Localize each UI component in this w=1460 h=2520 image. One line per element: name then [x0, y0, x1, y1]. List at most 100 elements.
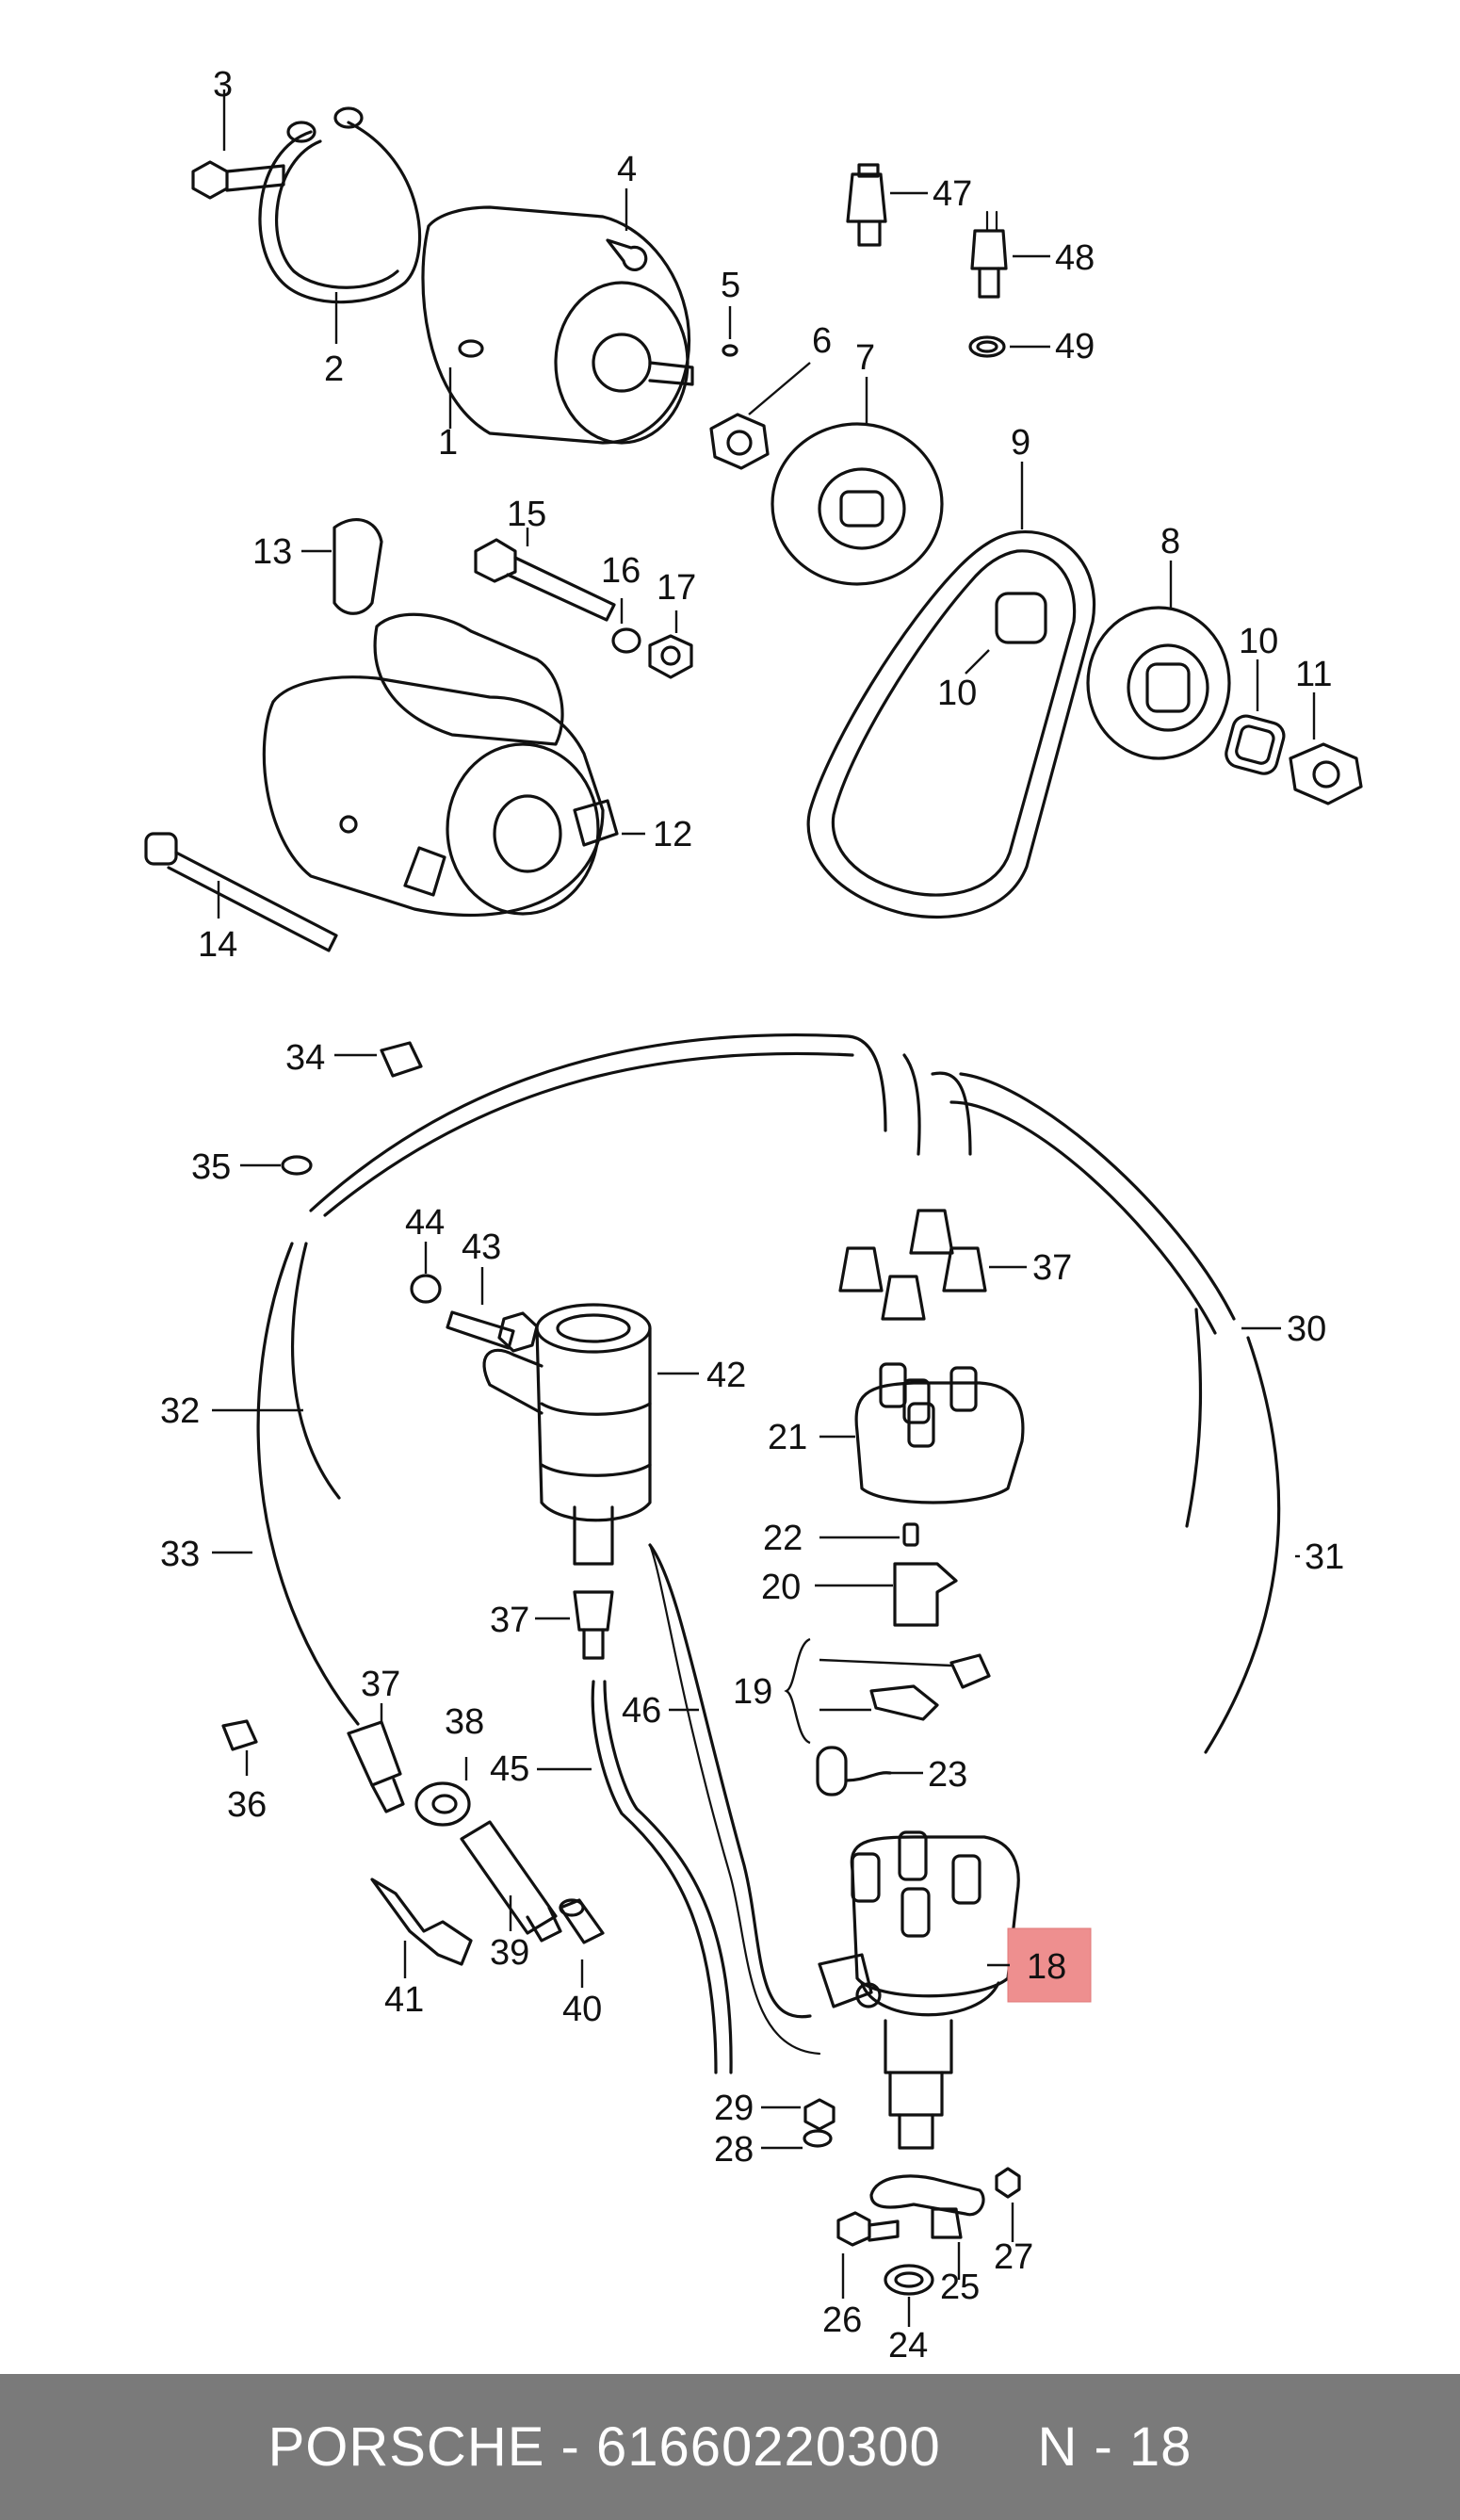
nut-11	[1289, 692, 1363, 805]
pulley-7	[771, 377, 944, 586]
callout-42: 42	[706, 1356, 746, 1395]
callout-37-plug: 37	[361, 1665, 400, 1704]
ignition-lead-30	[309, 1033, 1281, 1528]
callout-1: 1	[438, 423, 458, 463]
highlight-box-18	[1007, 1927, 1092, 2003]
callout-21: 21	[768, 1418, 807, 1457]
callout-26: 26	[822, 2301, 862, 2340]
callout-11: 11	[1295, 655, 1332, 694]
callout-38: 38	[445, 1702, 484, 1742]
callout-44: 44	[405, 1203, 445, 1243]
grommet-34	[334, 1041, 423, 1078]
long-bolt-15	[474, 528, 616, 622]
pulley-half-8	[1086, 561, 1231, 760]
part-number: 61660220300	[595, 2416, 941, 2478]
connector-37-plug	[347, 1703, 405, 1813]
plug-connectors-37	[838, 1209, 1027, 1321]
callout-27: 27	[994, 2237, 1033, 2277]
callout-22: 22	[763, 1519, 803, 1558]
distributor-cap-21	[819, 1362, 1025, 1504]
washer-44	[410, 1242, 442, 1304]
part-number-footer: PORSCHE - 61660220300 N - 18	[0, 2374, 1460, 2520]
callout-47: 47	[933, 174, 972, 214]
washer-16	[611, 598, 641, 654]
callout-43: 43	[462, 1227, 501, 1267]
callout-20: 20	[761, 1568, 801, 1607]
callout-35: 35	[191, 1147, 231, 1187]
lead-46	[648, 1543, 821, 2056]
ignition-lead-33	[212, 1242, 360, 1726]
nut-6	[709, 362, 811, 470]
callout-33: 33	[160, 1535, 200, 1574]
nut-29	[761, 2098, 835, 2131]
callout-13: 13	[252, 532, 292, 572]
callout-5: 5	[721, 266, 740, 305]
callout-10-spacer: 10	[1239, 622, 1278, 661]
connector-39	[460, 1820, 562, 1943]
starter-motor-12	[262, 612, 645, 918]
rotor-20	[815, 1562, 958, 1627]
bolt-3	[191, 89, 285, 200]
callout-36: 36	[227, 1785, 267, 1825]
callout-39: 39	[490, 1933, 529, 1973]
clip-36	[221, 1719, 258, 1776]
callout-34: 34	[285, 1038, 325, 1078]
callout-2: 2	[324, 350, 344, 389]
ring-35	[240, 1155, 313, 1176]
clamp-plate-25	[869, 2174, 985, 2280]
bolt-43	[446, 1267, 539, 1353]
pressure-switch-47	[846, 163, 928, 247]
seal-38	[414, 1757, 471, 1827]
callout-41: 41	[384, 1980, 424, 2020]
callout-32: 32	[160, 1391, 200, 1431]
callout-48: 48	[1055, 238, 1095, 278]
callout-28: 28	[714, 2130, 754, 2170]
callout-9: 9	[1011, 423, 1030, 463]
callout-24: 24	[888, 2326, 928, 2366]
sleeve-40	[559, 1898, 605, 1988]
callout-30: 30	[1287, 1309, 1326, 1349]
callout-49: 49	[1055, 327, 1095, 366]
callout-10-belt: 10	[937, 674, 977, 713]
carbon-brush-22	[819, 1522, 919, 1547]
connector-37-coil	[535, 1590, 614, 1660]
callout-37-top: 37	[1032, 1248, 1072, 1288]
screw-4	[606, 188, 648, 271]
footer-separator: -	[560, 2416, 580, 2478]
callout-4: 4	[617, 150, 637, 189]
callout-15: 15	[507, 495, 546, 534]
alternator-1	[421, 205, 694, 445]
ignition-lead-32	[212, 1242, 341, 1500]
seal-ring-24	[884, 2264, 934, 2327]
callout-25: 25	[940, 2268, 980, 2307]
sender-48	[970, 210, 1050, 299]
callout-29: 29	[714, 2089, 754, 2128]
lead-45	[537, 1680, 733, 2074]
clamp-band-2	[258, 106, 422, 344]
long-bolt-14	[144, 832, 338, 952]
callout-23: 23	[928, 1755, 967, 1795]
callout-6: 6	[812, 321, 832, 361]
exploded-parts-diagram: 3 2 1 4 5 6 7 47 48 49 9 8 10 10 11 13 1…	[144, 65, 1363, 2366]
contact-set-19	[784, 1637, 991, 1745]
callout-45: 45	[490, 1749, 529, 1789]
ignition-coil-42	[482, 1303, 699, 1566]
callout-8: 8	[1160, 522, 1180, 561]
condenser-23	[816, 1746, 923, 1797]
callout-12: 12	[653, 815, 692, 854]
diagram-reference: N - 18	[1037, 2416, 1192, 2478]
callout-31: 31	[1305, 1537, 1344, 1577]
washer-5	[722, 306, 738, 357]
callout-46: 46	[622, 1691, 661, 1731]
nut-17	[648, 610, 693, 679]
v-belt-9	[806, 462, 1096, 919]
callout-14: 14	[198, 925, 237, 965]
callout-17: 17	[657, 568, 696, 608]
callout-18: 18	[1027, 1947, 1066, 1987]
callout-40: 40	[562, 1990, 602, 2029]
distributor-18	[818, 1830, 1020, 2150]
callout-37-coil: 37	[490, 1601, 529, 1640]
cap-13	[301, 518, 383, 615]
spark-plug-41	[370, 1878, 473, 1978]
spacer-10	[1225, 659, 1286, 775]
